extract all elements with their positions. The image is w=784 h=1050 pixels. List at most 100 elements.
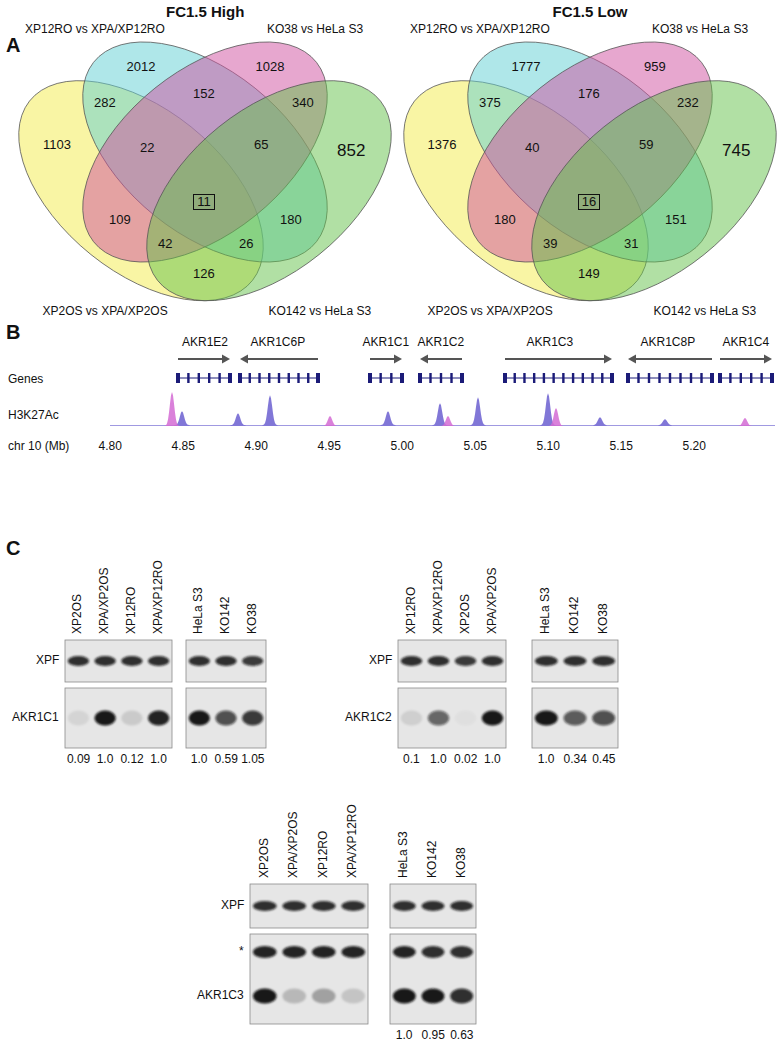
set-label: XP12RO vs XPA/XP12RO xyxy=(25,23,165,37)
protein-band xyxy=(341,989,365,1004)
ratio-value: 1.0 xyxy=(430,753,447,767)
gene-name: AKR1E2 xyxy=(182,336,228,350)
gene-exons xyxy=(176,373,232,383)
row-label: XPF xyxy=(36,654,59,668)
lane-label: XP12RO xyxy=(125,587,139,634)
count-number: 59 xyxy=(639,138,653,153)
protein-band xyxy=(253,946,277,958)
protein-band xyxy=(312,946,336,958)
set-label: KO38 vs HeLa S3 xyxy=(267,23,363,37)
protein-band xyxy=(393,901,416,911)
gene-exons xyxy=(718,373,774,383)
protein-band xyxy=(189,656,210,666)
exon xyxy=(700,373,702,383)
band-row xyxy=(535,711,615,726)
protein-band xyxy=(401,711,423,726)
ratio-value: 0.45 xyxy=(592,753,615,767)
exon xyxy=(648,373,650,383)
exon xyxy=(503,373,507,383)
blot-panel xyxy=(532,640,618,682)
band-row xyxy=(253,946,365,958)
exon xyxy=(626,373,630,383)
protein-band xyxy=(482,656,504,666)
protein-band xyxy=(94,711,115,726)
gene-arrow-head xyxy=(240,355,248,364)
ratio-value: 0.95 xyxy=(422,1029,445,1043)
blot-panel xyxy=(250,934,368,1024)
count-number: 149 xyxy=(578,267,600,282)
gene-arrow-shaft xyxy=(370,358,396,360)
exon xyxy=(460,373,464,383)
protein-band xyxy=(215,711,236,726)
ratio-value: 1.0 xyxy=(396,1029,413,1043)
protein-band xyxy=(455,656,477,666)
exon xyxy=(208,373,210,383)
panel-heading: FC1.5 Low xyxy=(553,3,628,20)
protein-band xyxy=(148,656,169,666)
exon xyxy=(429,373,431,383)
ratio-value: 1.05 xyxy=(241,753,264,767)
lane-label: XPA/XP2OS xyxy=(486,568,500,634)
protein-band xyxy=(564,711,587,726)
exon xyxy=(418,373,422,383)
band-row xyxy=(401,656,504,666)
lane-label: XPA/XP12RO xyxy=(346,804,360,878)
lane-label: HeLa S3 xyxy=(539,587,553,634)
count-number: 282 xyxy=(94,96,116,111)
boxed-count: 16 xyxy=(578,194,600,211)
exon xyxy=(514,373,516,383)
chip-seq-track xyxy=(110,392,775,426)
protein-band xyxy=(592,656,615,666)
band-row xyxy=(68,656,170,666)
ratio-value: 1.0 xyxy=(150,753,167,767)
blot-panel xyxy=(398,688,506,748)
gene-exons xyxy=(418,373,464,383)
count-number: 65 xyxy=(254,138,268,153)
count-number: 1028 xyxy=(256,60,285,75)
blot-panel xyxy=(390,884,476,928)
count-number: 1103 xyxy=(43,138,71,153)
blot-panel xyxy=(65,688,172,748)
exon xyxy=(218,373,220,383)
protein-band xyxy=(242,711,263,726)
gene-exons xyxy=(626,373,714,383)
lane-label: XP12RO xyxy=(317,831,331,878)
gene-exons xyxy=(503,373,614,383)
axis-tick: 4.90 xyxy=(245,440,268,454)
protein-band xyxy=(450,901,473,911)
count-number: 126 xyxy=(193,267,215,282)
count-number: 16 xyxy=(582,195,596,210)
blot-panel xyxy=(398,640,506,682)
set-label: KO142 vs HeLa S3 xyxy=(269,305,372,319)
exon xyxy=(307,373,309,383)
protein-band xyxy=(482,711,504,726)
protein-band xyxy=(253,989,277,1004)
chip-seq-track xyxy=(110,393,775,426)
exon xyxy=(710,373,714,383)
exon xyxy=(228,373,232,383)
gene-arrow-shaft xyxy=(720,358,766,360)
gene-exons xyxy=(368,373,404,383)
protein-band xyxy=(215,656,236,666)
ratio-value: 0.09 xyxy=(67,753,90,767)
count-number: 22 xyxy=(140,141,154,156)
count-number: 1777 xyxy=(512,60,541,75)
blot-panel xyxy=(250,884,368,928)
count-number: 109 xyxy=(109,213,131,228)
exon xyxy=(198,373,200,383)
exon xyxy=(750,373,752,383)
gene-arrow-shaft xyxy=(634,358,712,360)
exon xyxy=(258,373,260,383)
lane-label: XP2OS xyxy=(258,838,272,878)
protein-band xyxy=(94,656,115,666)
count-number: 1376 xyxy=(428,138,457,153)
blot-panel xyxy=(390,934,476,1024)
axis-tick: 5.05 xyxy=(464,440,487,454)
gene-arrow-head xyxy=(222,355,230,364)
exon xyxy=(316,373,320,383)
exon xyxy=(718,373,722,383)
gene-model-line xyxy=(505,378,612,379)
exon xyxy=(770,373,774,383)
